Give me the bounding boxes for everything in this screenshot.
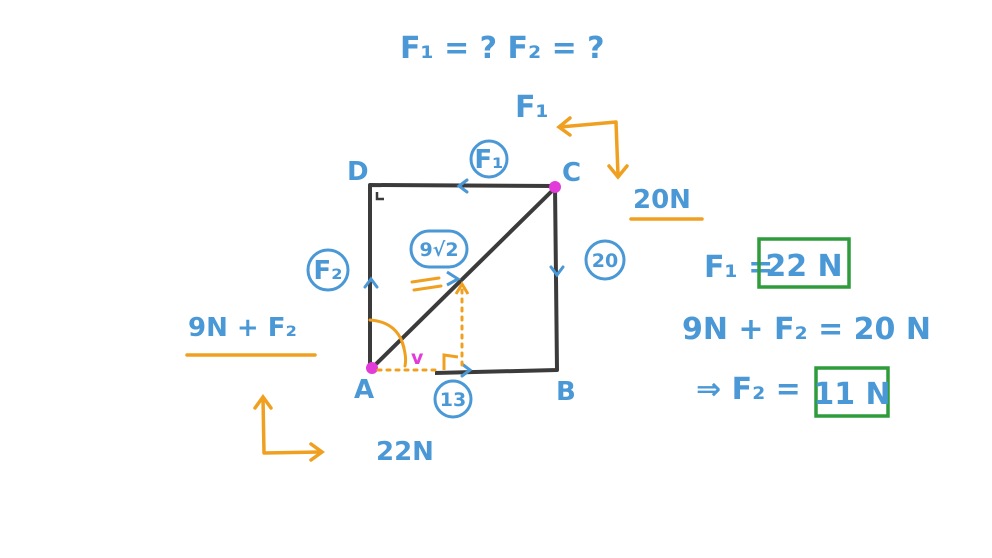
corner-a-right-arrow-icon [309, 442, 325, 462]
vertex-a-dot [366, 362, 378, 374]
circle-left-f2 [306, 248, 350, 292]
question-text: F₁ = ? F₂ = ? [400, 31, 605, 66]
diagonal-label: 9√2 [419, 239, 458, 261]
diagonal-ac [370, 186, 557, 370]
vertex-label-b: B [556, 377, 576, 407]
answer-box-f2 [814, 366, 890, 418]
solution-f1-answer: 22 N [765, 249, 842, 284]
circle-diagonal [409, 229, 469, 269]
corner-a-expression: 9N + F₂ [188, 313, 297, 343]
circle-right-20 [584, 239, 626, 281]
equal-mark-bottom [412, 284, 443, 292]
angle-box [442, 353, 459, 370]
vertex-label-a: A [354, 375, 374, 405]
vertical-component-arrow-icon [454, 281, 470, 295]
vertex-label-c: C [562, 158, 581, 188]
corner-c-left-arrow-icon [556, 116, 572, 137]
right-side-label: 20 [592, 250, 618, 272]
left-side-label: F₂ [313, 256, 342, 286]
diagonal-arrow-icon [446, 270, 461, 287]
corner-a-value: 22N [376, 437, 434, 467]
angle-mark: v [411, 347, 424, 369]
right-angle-mark [375, 192, 384, 201]
solution-equation: 9N + F₂ = 20 N [682, 312, 931, 347]
arrow-right-down-icon [549, 265, 565, 278]
circle-bottom-13 [433, 379, 473, 419]
vertex-c-dot [549, 181, 561, 193]
corner-c-bracket [558, 120, 620, 177]
side-arrows [363, 178, 565, 378]
equal-mark-top [410, 276, 441, 284]
solution-f1-prefix: F₁ = [704, 250, 773, 285]
circle-top-f1 [469, 139, 509, 179]
bottom-label: 13 [440, 389, 466, 411]
solution-f2-answer: 11 N [813, 377, 890, 412]
force-components [368, 276, 470, 372]
corner-a-bracket [261, 396, 322, 455]
arrow-left-up-icon [363, 276, 379, 289]
arrow-top-left-icon [456, 178, 469, 194]
corner-c-label: F₁ [515, 90, 549, 125]
corner-a-up-arrow-icon [253, 394, 273, 410]
corner-c-down-arrow-icon [607, 164, 629, 180]
arrow-bottom-right-icon [460, 362, 473, 378]
angle-arc-inner [400, 340, 408, 368]
corner-c-value: 20N [633, 185, 691, 215]
top-side-label: F₁ [474, 145, 503, 175]
vertex-label-d: D [347, 157, 369, 187]
answer-box-f1 [757, 237, 851, 289]
solution-f2-prefix: ⇒ F₂ = [696, 372, 801, 407]
